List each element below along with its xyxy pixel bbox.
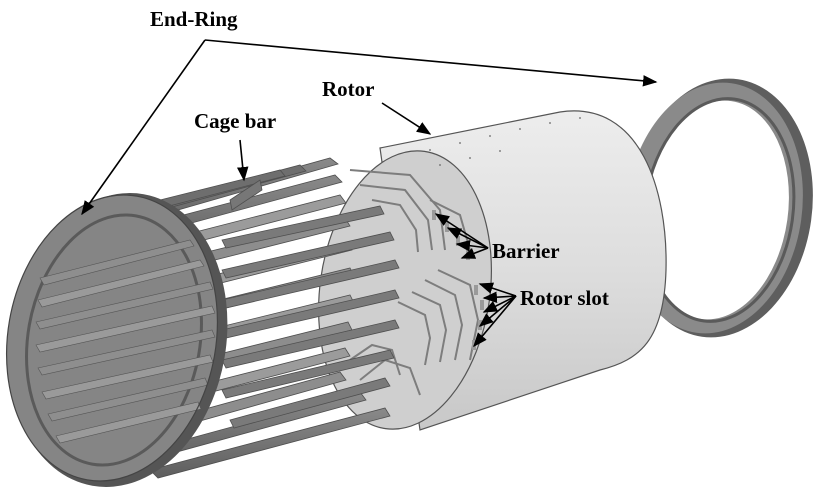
arrow-slot-5 [473, 295, 517, 348]
arrow-cage-bar [236, 139, 249, 182]
rotor-laminations [349, 169, 480, 396]
arrow-rotor [381, 102, 432, 135]
label-rotor: Rotor [322, 77, 374, 101]
arrow-slot-2 [482, 291, 517, 303]
label-rotor-slot: Rotor slot [520, 286, 609, 310]
arrow-end-ring-left [81, 39, 206, 216]
label-cage-bar: Cage bar [194, 109, 276, 133]
arrow-slot-3 [482, 295, 517, 313]
cage-bars-inner [35, 239, 216, 444]
arrow-slot-4 [478, 295, 517, 327]
arrow-barrier-4 [460, 247, 489, 259]
end-ring-left-outline [5, 194, 219, 482]
arrow-slot-1 [478, 282, 517, 297]
arrow-end-ring-right [204, 39, 658, 87]
label-barrier: Barrier [492, 239, 560, 263]
label-end-ring: End-Ring [150, 7, 238, 31]
arrow-barrier-2 [446, 227, 489, 249]
annotation-arrows [81, 39, 658, 348]
rotor-vent-dots [429, 117, 581, 166]
arrow-barrier-3 [455, 239, 489, 252]
